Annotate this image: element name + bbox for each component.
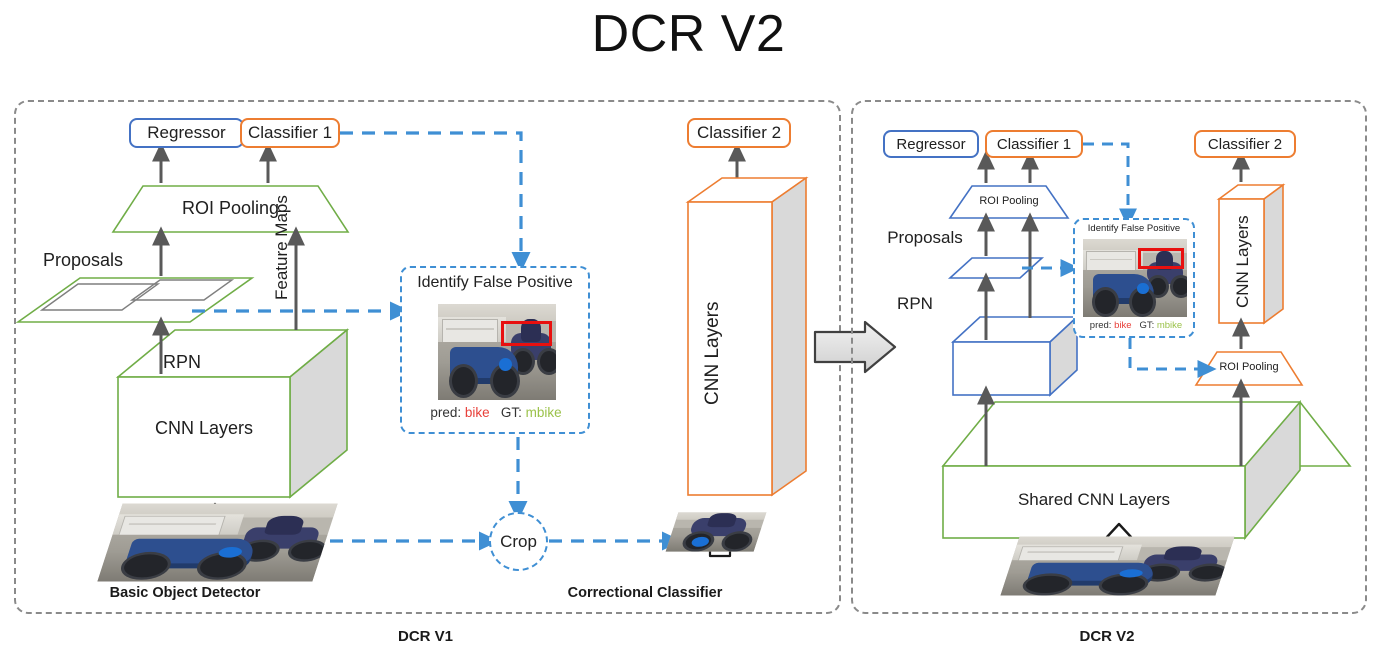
v1-ifp-bbox: [500, 321, 553, 347]
v1-cnn-layers-label: CNN Layers: [154, 418, 254, 438]
v2-ifp-gt-value: mbike: [1156, 320, 1183, 331]
v1-ifp-photo: [438, 304, 556, 400]
caption-dcr-v1: DCR V1: [397, 628, 453, 645]
v1-regressor-label: Regressor: [147, 123, 226, 142]
v1-cropped-image: [665, 508, 768, 556]
v2-cnn-cube: [950, 315, 1080, 397]
v1-detector-caption: Basic Object Detector: [109, 585, 261, 601]
v1-ifp-pred-label: pred:: [430, 405, 462, 420]
v2-identify-false-positive-box: Identify False Positive pred: bike GT: m…: [1073, 218, 1195, 338]
v2-regressor-label: Regressor: [896, 135, 966, 153]
v1-proposals-label: Proposals: [42, 250, 124, 270]
v2-roi-pooling-1-label: ROI Pooling: [979, 195, 1039, 207]
caption-dcr-v2: DCR V2: [1079, 628, 1135, 645]
v1-ifp-gt-label: GT:: [500, 405, 522, 420]
v1-classifier1-label: Classifier 1: [247, 123, 333, 142]
v2-proposals-plane: [947, 257, 1045, 279]
v1-regressor-box[interactable]: Regressor: [129, 118, 244, 148]
v1-cnn-layers-2-cuboid: [685, 176, 809, 497]
v2-ifp-pred-value: bike: [1114, 320, 1132, 331]
transition-arrow-icon: [813, 320, 897, 374]
v1-corrector-caption: Correctional Classifier: [567, 585, 723, 601]
v2-dashed-flows: [1022, 142, 1217, 378]
panel-dcr-v2: [851, 100, 1367, 614]
v2-ifp-pred-label: pred:: [1089, 320, 1112, 331]
v2-cnn-layers-label: CNN Layers: [1233, 215, 1252, 308]
v1-classifier1-box[interactable]: Classifier 1: [240, 118, 340, 148]
v1-dashed-flows: [192, 131, 683, 551]
v2-classifier2-box[interactable]: Classifier 2: [1194, 130, 1296, 158]
v2-ifp-gt-label: GT:: [1139, 320, 1155, 331]
v2-input-image: [1000, 530, 1240, 602]
v2-roi-pooling-2-label: ROI Pooling: [1219, 361, 1279, 373]
v1-cnn-layers-cuboid: [115, 328, 350, 499]
v1-ifp-caption: pred: bike GT: mbike: [402, 404, 590, 422]
v1-input-image: [97, 495, 340, 590]
v2-ifp-caption: pred: bike GT: mbike: [1075, 320, 1197, 331]
page-title: DCR V2: [591, 5, 786, 63]
v1-classifier2-box[interactable]: Classifier 2: [687, 118, 791, 148]
v2-regressor-box[interactable]: Regressor: [883, 130, 979, 158]
v1-roi-pooling-trapezoid: [111, 185, 350, 233]
v1-roi-pooling-label: ROI Pooling: [181, 198, 280, 218]
v2-classifier1-box[interactable]: Classifier 1: [985, 130, 1083, 158]
v2-shared-cnn-cuboid: [941, 399, 1352, 541]
v2-roi-pooling-1: [948, 185, 1070, 219]
v1-cnn-layers-2-label: CNN Layers: [702, 301, 723, 405]
v1-feature-maps-label: Feature Maps: [272, 195, 291, 300]
v2-rpn-label: RPN: [897, 294, 933, 313]
v1-ifp-title: Identify False Positive: [417, 274, 573, 291]
v1-crop-node[interactable]: Crop: [489, 512, 548, 571]
v1-rpn-label: RPN: [162, 352, 201, 372]
v2-proposals-label: Proposals: [887, 228, 963, 247]
v1-crop-label: Crop: [500, 531, 537, 551]
v2-ifp-bbox: [1138, 248, 1184, 269]
v2-shared-cnn-layers-label: Shared CNN Layers: [1017, 490, 1171, 509]
v2-ifp-photo: [1083, 239, 1187, 317]
v2-classifier2-label: Classifier 2: [1207, 135, 1283, 153]
v1-proposals-plane: [15, 277, 255, 323]
v1-ifp-gt-value: mbike: [525, 405, 562, 420]
v2-classifier1-label: Classifier 1: [996, 135, 1072, 153]
v1-classifier2-label: Classifier 2: [696, 123, 782, 142]
v2-ifp-title: Identify False Positive: [1087, 223, 1181, 234]
v1-ifp-pred-value: bike: [464, 405, 490, 420]
v1-identify-false-positive-box: Identify False Positive: [400, 266, 590, 434]
